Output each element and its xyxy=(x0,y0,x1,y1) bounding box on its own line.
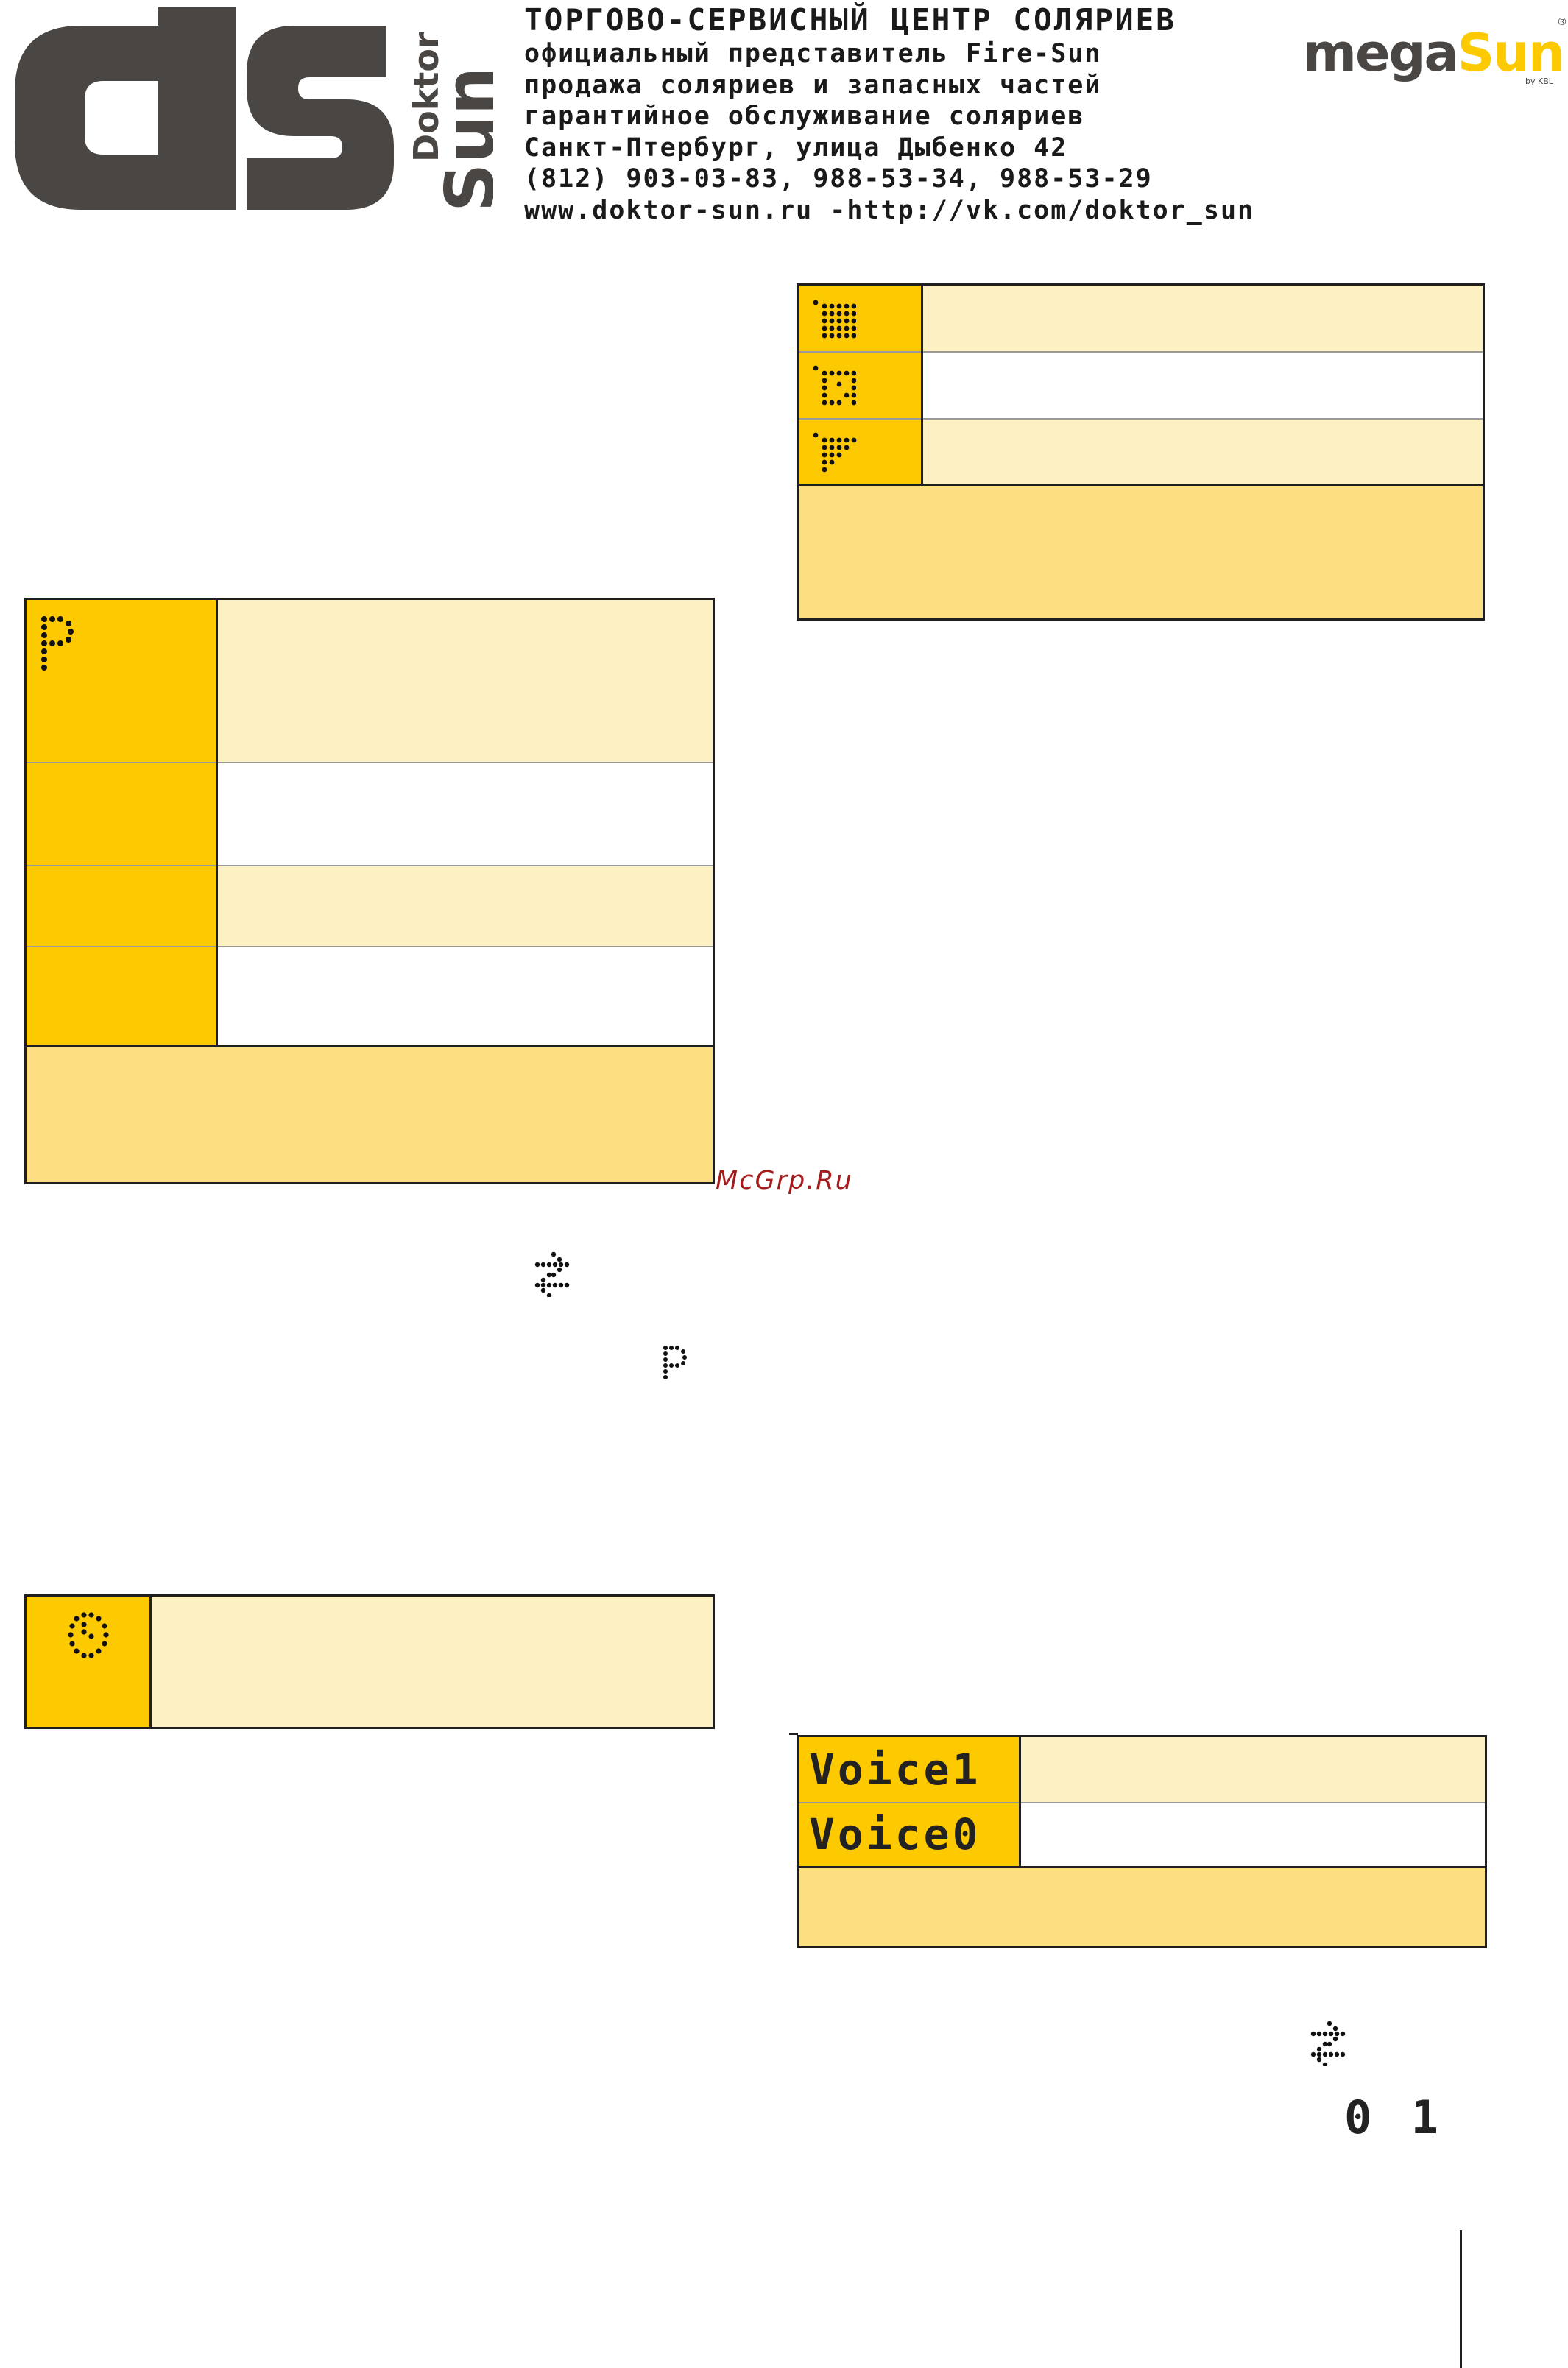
icon-table-right xyxy=(797,283,1485,621)
settings-table-left xyxy=(24,598,715,1184)
clock-dot-icon xyxy=(68,1612,109,1658)
letter-p-dot-icon xyxy=(663,1346,687,1379)
grid-dot-icon xyxy=(813,300,856,339)
company-title: ТОРГОВО-СЕРВИСНЫЙ ЦЕНТР СОЛЯРИЕВ xyxy=(524,2,1176,38)
voice-cell-desc-1 xyxy=(1021,1737,1485,1802)
tr-cell-desc-2 xyxy=(923,353,1483,418)
tr-cell-desc-1 xyxy=(923,286,1483,352)
megasun-part1: mega xyxy=(1303,23,1458,83)
timer-cell-icon xyxy=(27,1597,152,1727)
megasun-reg: ® xyxy=(1557,16,1567,28)
swap-arrows-icon xyxy=(1310,2021,1346,2066)
tl-cell-icon-2 xyxy=(27,763,218,865)
tl-cell-desc-2 xyxy=(218,763,713,865)
voice-1-label: Voice1 xyxy=(809,1745,981,1795)
logo-brand-top: Doktor xyxy=(406,32,446,162)
tr-cell-icon-2 xyxy=(799,353,923,418)
company-line-4: Санкт-Птербург, улица Дыбенко 42 xyxy=(524,132,1068,163)
logo-brand-bottom: Sun xyxy=(431,67,493,212)
tr-cell-desc-3 xyxy=(923,420,1483,485)
company-info: ТОРГОВО-СЕРВИСНЫЙ ЦЕНТР СОЛЯРИЕВ официал… xyxy=(524,1,1290,226)
company-website: www.doktor-sun.ru -http://vk.com/doktor_… xyxy=(524,195,1255,225)
tr-cell-icon-1 xyxy=(799,286,923,352)
tl-cell-icon-4 xyxy=(27,947,218,1047)
triangle-dot-icon xyxy=(813,432,857,473)
voice-cell-desc-2 xyxy=(1021,1803,1485,1867)
voice-cell-label-2: Voice0 xyxy=(799,1803,1021,1867)
tl-cell-desc-1 xyxy=(218,600,713,762)
tl-cell-icon-3 xyxy=(27,866,218,946)
swap-arrows-icon xyxy=(534,1251,570,1297)
tl-cell-desc-4 xyxy=(218,947,713,1047)
tl-note-row xyxy=(27,1047,713,1182)
timer-cell-desc xyxy=(152,1597,713,1727)
tl-cell-desc-3 xyxy=(218,866,713,946)
tl-cell-icon-1 xyxy=(27,600,218,762)
svg-text:megaSun: megaSun xyxy=(1303,23,1564,83)
watermark: McGrp.Ru xyxy=(716,1166,853,1195)
voice-note-row xyxy=(799,1868,1485,1946)
megasun-logo: megaSun by KBL ® xyxy=(1303,16,1567,86)
megasun-part2: Sun xyxy=(1458,23,1564,83)
digits-display: 0 1 xyxy=(1344,2090,1444,2144)
frame-dot-icon xyxy=(813,365,856,406)
tr-note-row xyxy=(799,486,1483,618)
page-margin-rule xyxy=(1460,2230,1462,2368)
company-line-1: официальный представитель Fire-Sun xyxy=(524,39,1102,68)
voice-cell-label-1: Voice1 xyxy=(799,1737,1021,1802)
company-line-3: гарантийное обслуживание соляриев xyxy=(524,102,1085,131)
megasun-sub: by KBL xyxy=(1525,77,1554,86)
doktor-sun-logo: Doktor Sun xyxy=(15,7,493,212)
voice-0-label: Voice0 xyxy=(809,1809,981,1859)
company-line-5: (812) 903-03-83, 988-53-34, 988-53-29 xyxy=(524,164,1153,194)
voice-table: Voice1 Voice0 xyxy=(797,1735,1487,1948)
timer-table xyxy=(24,1594,715,1729)
letter-p-dot-icon xyxy=(41,616,74,671)
company-line-2: продажа соляриев и запасных частей xyxy=(524,70,1102,100)
tr-cell-icon-3 xyxy=(799,420,923,485)
